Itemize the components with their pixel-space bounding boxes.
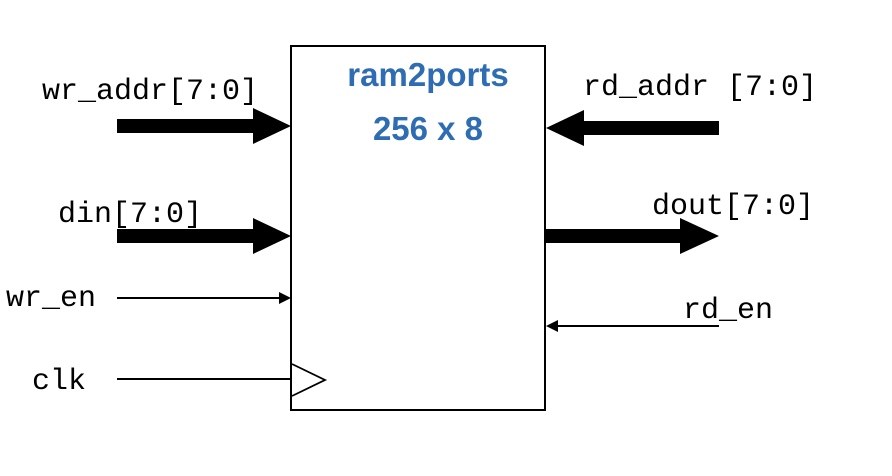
din-arrow-icon — [253, 218, 291, 254]
dout-arrow-icon — [680, 218, 719, 254]
wr-addr-bus-line — [117, 119, 255, 133]
ram-block — [290, 45, 546, 411]
dout-bus-line — [545, 229, 682, 243]
wr-en-arrow-icon — [279, 292, 291, 304]
wr-en-label: wr_en — [6, 282, 96, 316]
rd-en-arrow-icon — [546, 320, 558, 332]
wr-addr-arrow-icon — [253, 108, 291, 144]
rd-addr-label: rd_addr [7:0] — [583, 71, 817, 105]
din-bus-line — [117, 229, 255, 243]
clk-label: clk — [32, 365, 86, 399]
rd-addr-bus-line — [582, 121, 719, 135]
rd-addr-arrow-icon — [546, 110, 584, 146]
wr-addr-label: wr_addr[7:0] — [42, 75, 258, 109]
din-label: din[7:0] — [58, 198, 202, 232]
block-size: 256 x 8 — [373, 110, 483, 147]
dout-label: dout[7:0] — [652, 190, 814, 224]
clock-triangle-icon — [291, 363, 328, 397]
block-name: ram2ports — [347, 56, 508, 93]
rd-en-label: rd_en — [683, 294, 773, 328]
